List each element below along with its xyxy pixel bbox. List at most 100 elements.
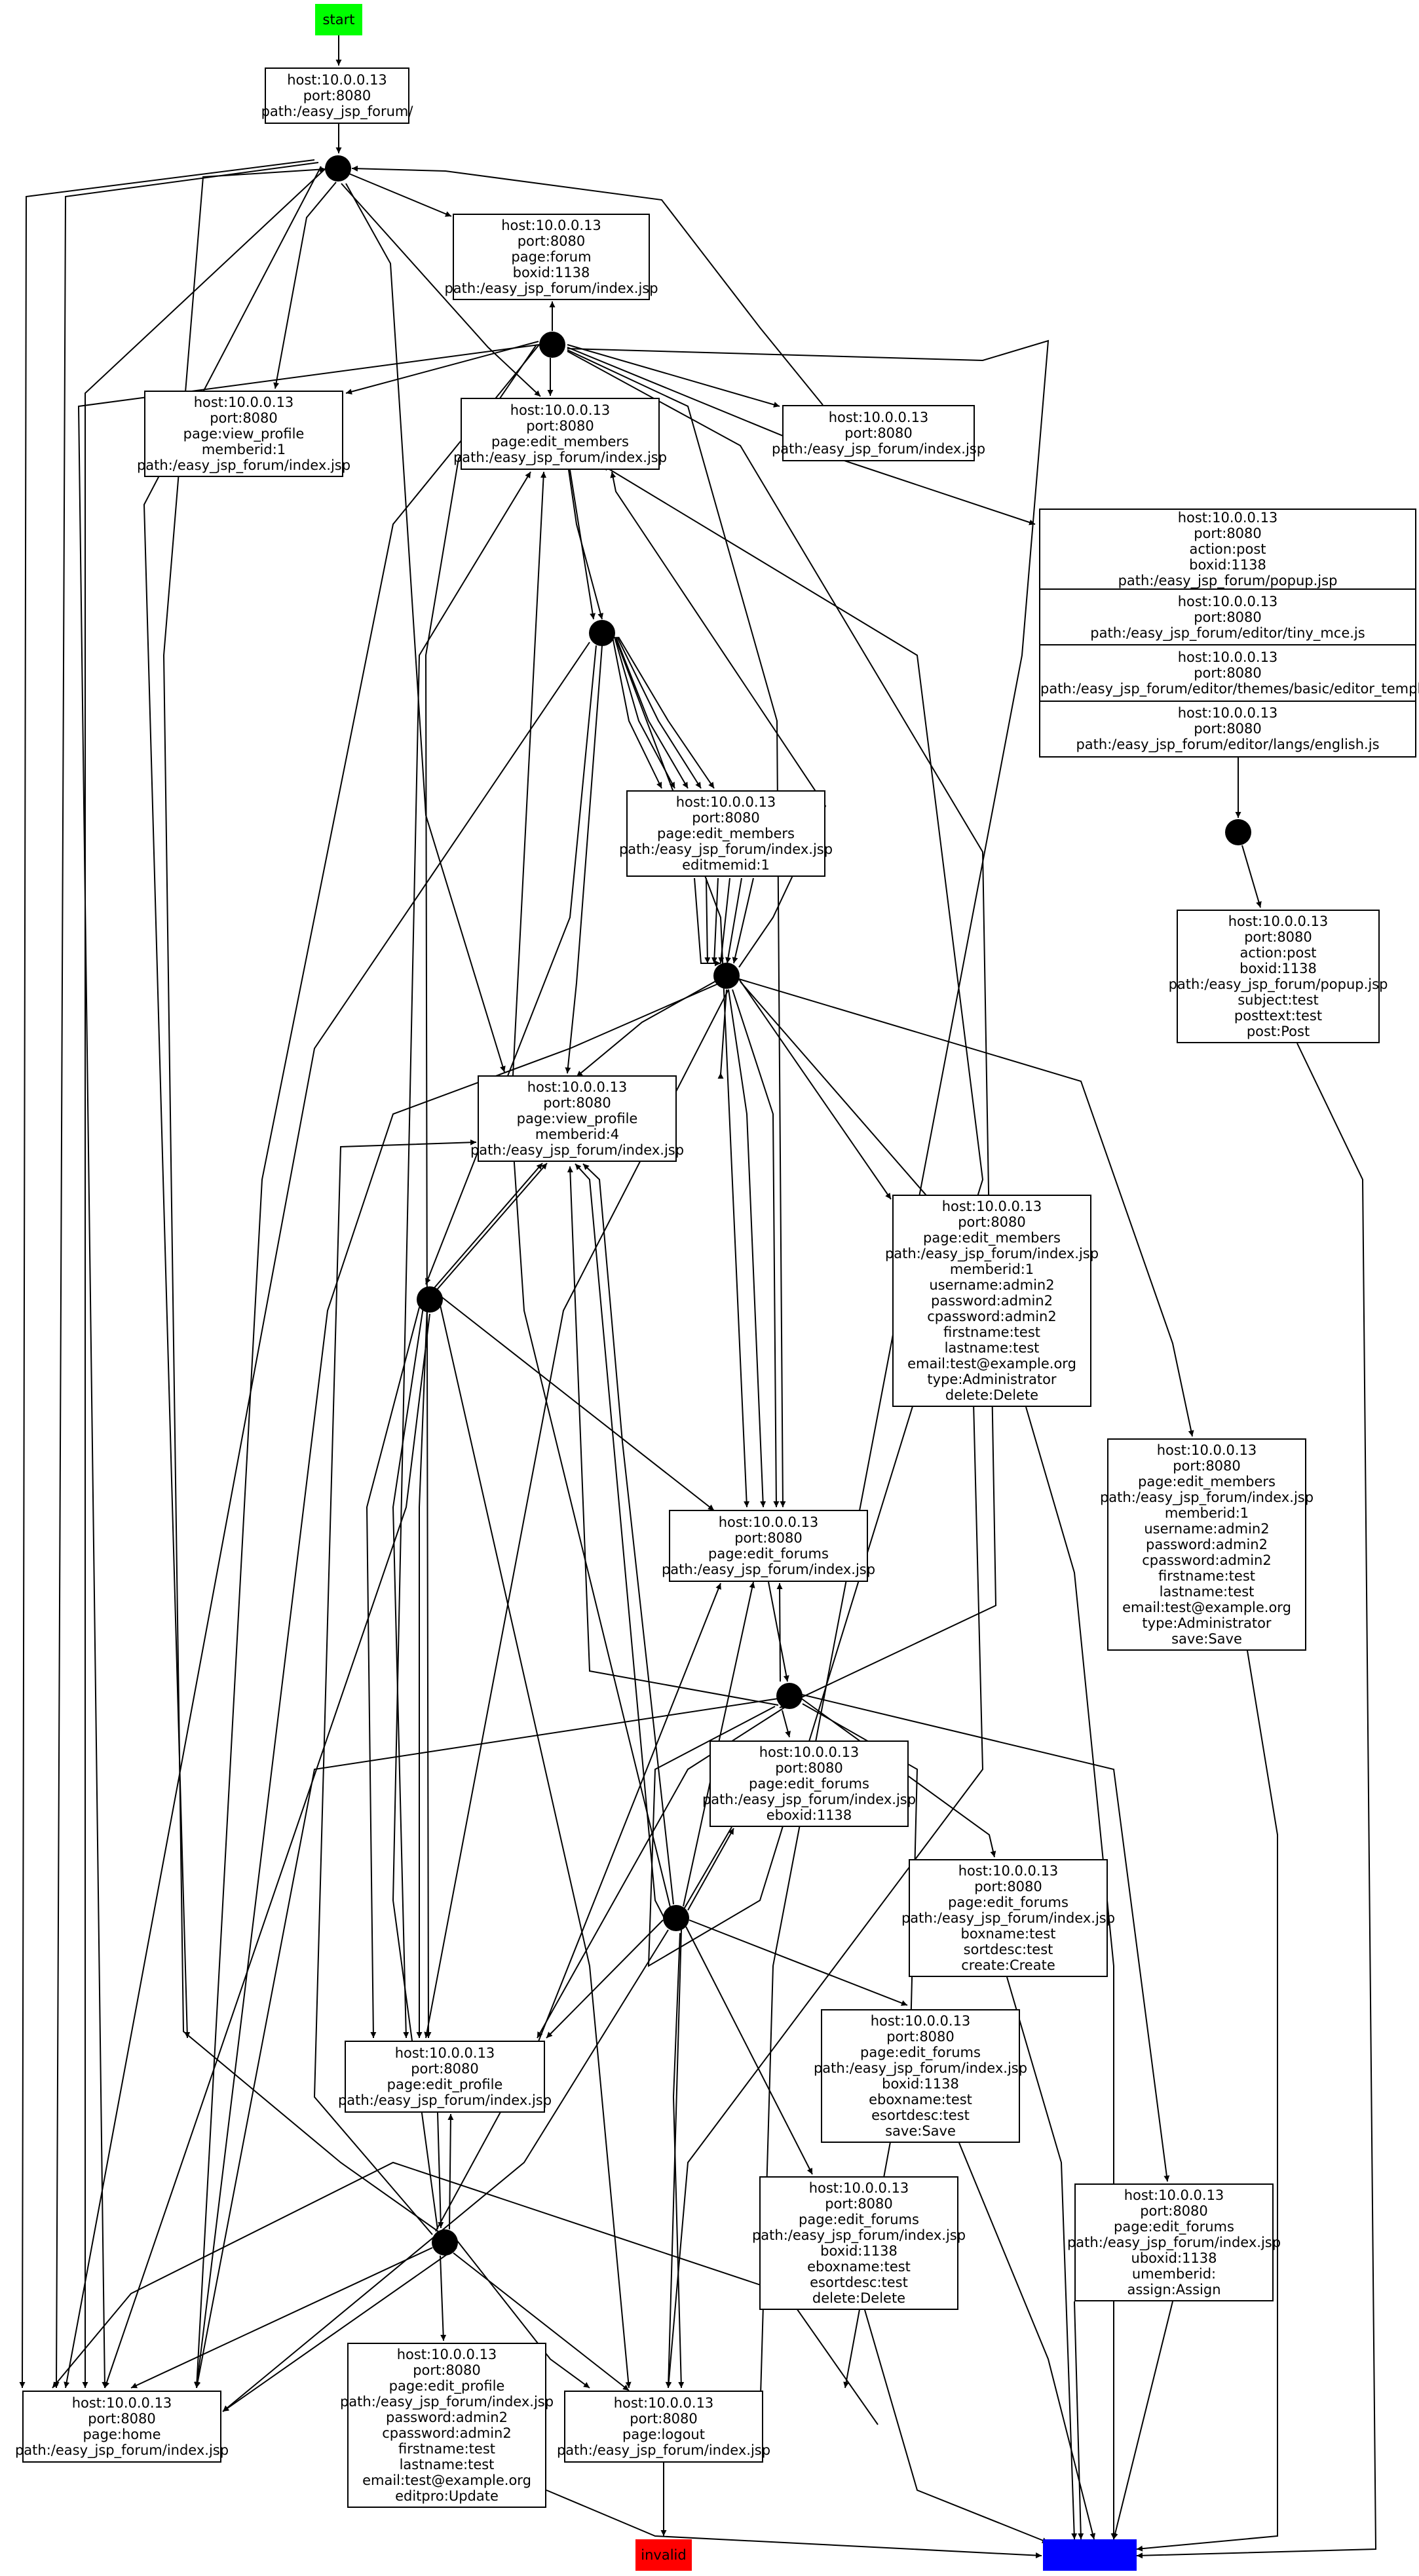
node-line: host:10.0.0.13 <box>501 218 601 233</box>
node-line: path:/easy_jsp_forum/index.jsp <box>661 1562 876 1577</box>
node-line: password:admin2 <box>931 1293 1053 1309</box>
transition-edge <box>351 165 823 406</box>
node-line: cpassword:admin2 <box>382 2425 512 2441</box>
node-line: port:8080 <box>413 2362 481 2378</box>
transition-edge <box>801 1694 1170 2182</box>
node-line: firstname:test <box>1158 1568 1255 1584</box>
node-line: path:/easy_jsp_forum/index.jsp <box>337 2092 552 2108</box>
node-line: memberid:1 <box>1164 1505 1249 1521</box>
node-line: host:10.0.0.13 <box>1228 913 1329 929</box>
transition-edge <box>447 2113 454 2230</box>
node-line: path:/easy_jsp_forum/popup.jsp <box>1168 976 1388 992</box>
transition-edge <box>576 978 721 1077</box>
transition-edge <box>568 469 604 620</box>
node-line: path:/easy_jsp_forum/popup.jsp <box>1118 573 1338 588</box>
transition-edge <box>610 471 827 968</box>
node-line: port:8080 <box>775 1760 843 1776</box>
node-line: page:edit_members <box>923 1230 1061 1246</box>
transition-edge <box>738 978 1194 1437</box>
transition-edge <box>546 1919 664 2039</box>
node-line: lastname:test <box>399 2457 495 2472</box>
transition-edge <box>162 166 440 2233</box>
transition-edge <box>194 982 721 2389</box>
node-line: boxid:1138 <box>1239 961 1317 976</box>
transition-edge <box>704 877 711 964</box>
node-line: boxid:1138 <box>882 2076 959 2092</box>
action-point-5 <box>713 963 740 989</box>
node-line: memberid:1 <box>949 1261 1034 1277</box>
node-line: page:edit_members <box>491 434 629 450</box>
transition-edge <box>345 183 506 1073</box>
node-line: port:8080 <box>1194 526 1262 541</box>
node-line: port:8080 <box>1194 664 1262 681</box>
node-line: host:10.0.0.13 <box>1156 1442 1257 1458</box>
node-line: boxname:test <box>960 1926 1056 1942</box>
transition-edge <box>614 636 675 789</box>
transition-edge <box>689 1919 908 2006</box>
transition-edge <box>440 2255 447 2341</box>
node-line: page:edit_forums <box>708 1546 829 1562</box>
node-line: port:8080 <box>526 418 594 434</box>
transition-edge <box>567 351 997 1708</box>
node-line: cpassword:admin2 <box>1142 1552 1272 1568</box>
node-line: path:/easy_jsp_forum/index.jsp <box>14 2442 229 2458</box>
node-line: path:/easy_jsp_forum/index.jsp <box>1067 2235 1281 2250</box>
node-line: path:/easy_jsp_forum/index.jsp <box>751 2227 966 2243</box>
node-line: port:8080 <box>517 233 586 249</box>
transition-edge <box>392 1307 424 2039</box>
transition-edge <box>416 1307 428 2038</box>
transition-edge <box>273 182 337 389</box>
node-line: host:10.0.0.13 <box>510 402 611 418</box>
node-line: port:8080 <box>1173 1458 1241 1474</box>
transition-edge <box>864 2309 1049 2543</box>
node-line: esortdesc:test <box>871 2107 970 2123</box>
transition-edge <box>77 344 540 2389</box>
transition-edge <box>575 1163 665 1919</box>
transition-edge <box>130 2247 433 2389</box>
transition-edge <box>64 642 590 2389</box>
transition-edge <box>685 1926 813 2175</box>
node-line: port:8080 <box>411 2061 479 2077</box>
node-line: port:8080 <box>303 88 371 104</box>
node-line: memberid:4 <box>535 1126 620 1142</box>
node-line: host:10.0.0.13 <box>396 2347 497 2362</box>
node-line: path:/easy_jsp_forum/index.jsp <box>884 1246 1099 1261</box>
transition-edge <box>681 1826 732 1914</box>
node-line: save:Save <box>1171 1631 1242 1647</box>
node-line: page:forum <box>511 249 592 265</box>
transition-edge <box>725 877 742 964</box>
node-line: port:8080 <box>692 810 760 826</box>
node-line: username:admin2 <box>1144 1521 1270 1537</box>
transition-edge <box>672 1932 685 2389</box>
node-line: type:Administrator <box>1142 1615 1272 1631</box>
node-line: port:8080 <box>1140 2203 1208 2219</box>
transition-edge <box>567 1166 779 1706</box>
node-line: port:8080 <box>886 2029 955 2045</box>
transition-edge <box>341 183 541 397</box>
node-line: editpro:Update <box>395 2488 499 2504</box>
node-line: username:admin2 <box>929 1277 1055 1293</box>
transition-edge <box>569 469 596 620</box>
node-line: port:8080 <box>210 410 278 426</box>
node-line: port:8080 <box>630 2411 698 2427</box>
transition-edge <box>222 1929 669 2412</box>
node-line: host:10.0.0.13 <box>1177 705 1278 721</box>
node-line: host:10.0.0.13 <box>718 1514 819 1530</box>
node-line: page:edit_profile <box>387 2077 503 2092</box>
node-line: path:/easy_jsp_forum/index.jsp <box>339 2394 554 2410</box>
node-line: cpassword:admin2 <box>927 1309 1057 1324</box>
node-line: type:Administrator <box>927 1372 1057 1387</box>
transition-edge <box>717 989 727 1079</box>
node-line: port:8080 <box>825 2196 893 2212</box>
